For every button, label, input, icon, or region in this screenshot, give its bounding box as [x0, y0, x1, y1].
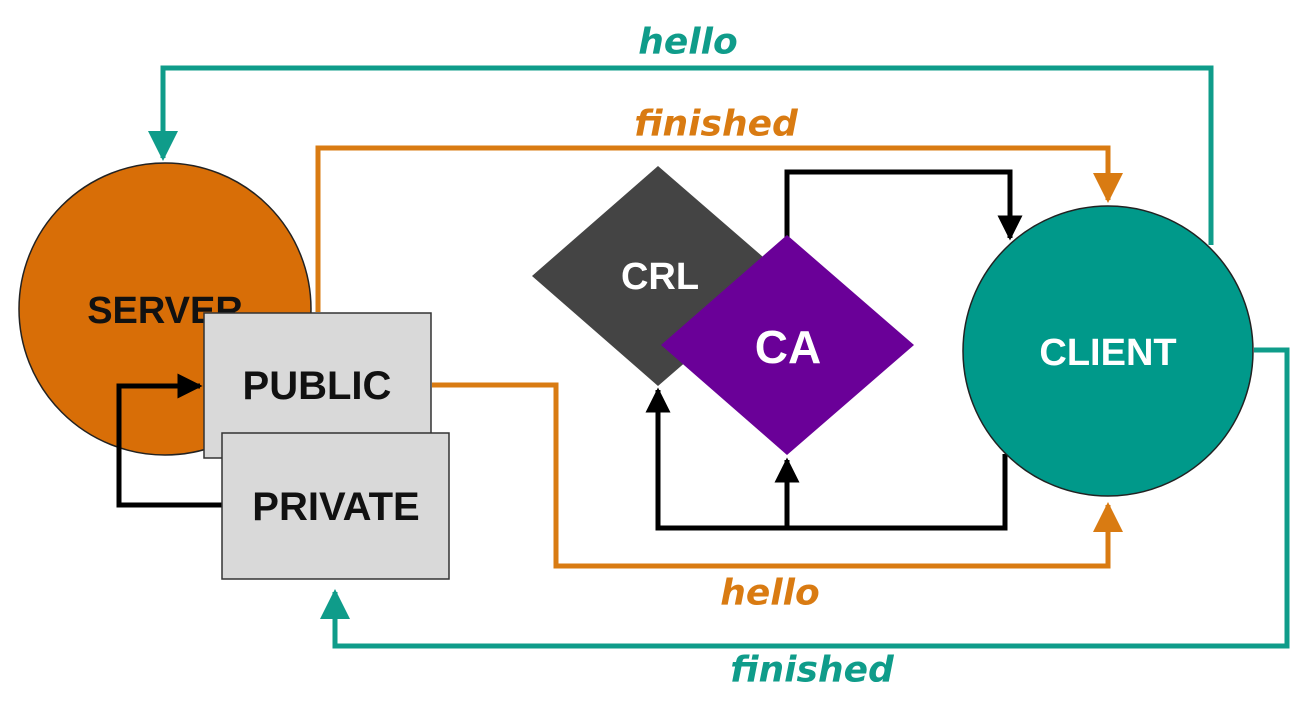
hello-top-label: hello — [638, 22, 737, 63]
edge-finished-bottom — [320, 347, 1290, 649]
edge-hello-top — [148, 65, 1214, 245]
crl-label: CRL — [621, 256, 699, 298]
hello-bottom-label: hello — [720, 573, 819, 614]
crl-node — [532, 166, 785, 386]
edge-private-to-public — [116, 373, 222, 508]
ca-node — [661, 235, 914, 455]
edge-ca-to-client — [784, 169, 1023, 241]
public-label: PUBLIC — [243, 364, 392, 408]
finished-top-label: finished — [634, 104, 799, 145]
client-label: CLIENT — [1039, 332, 1176, 374]
finished-bottom-label: finished — [730, 650, 895, 691]
private-label: PRIVATE — [252, 485, 419, 529]
private-key-box — [221, 432, 450, 580]
edge-client-to-crl — [645, 387, 1008, 531]
edge-hello-bottom — [432, 382, 1123, 569]
edge-finished-top — [315, 145, 1123, 312]
client-node — [962, 205, 1254, 497]
ca-label: CA — [755, 321, 821, 373]
